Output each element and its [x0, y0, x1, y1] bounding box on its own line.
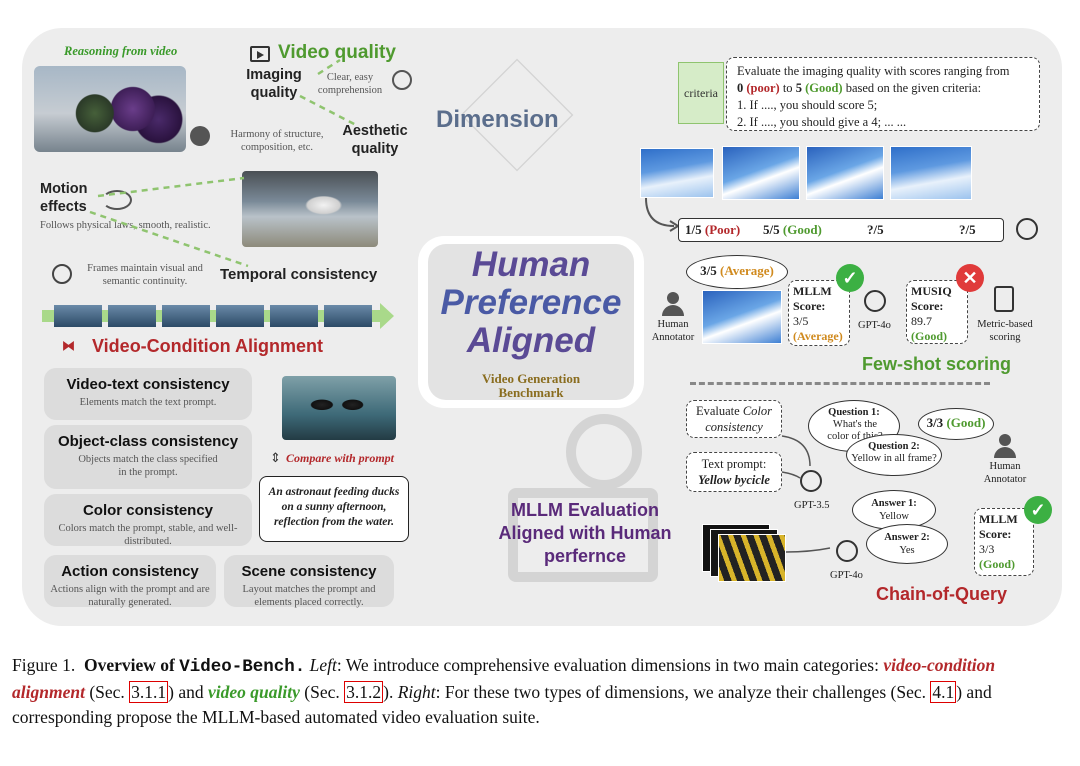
hpa-line1: Human — [471, 245, 591, 284]
bench-line2: Benchmark — [498, 385, 564, 400]
dim-object-class: Object-class consistency Objects match t… — [44, 425, 252, 489]
temporal-desc: Frames maintain visual and semantic cont… — [87, 263, 203, 287]
aesthetic-quality-label: Aesthetic quality — [342, 123, 408, 157]
human-annotator-icon-2 — [994, 434, 1016, 458]
section-divider — [690, 382, 990, 385]
monitor-icon — [508, 488, 658, 582]
answer-arrow — [785, 547, 831, 553]
mllm-line3: perfernce — [543, 546, 627, 566]
human-score-bubble-2: 3/3 (Good) — [918, 408, 994, 440]
gpt-icon-2 — [864, 290, 886, 312]
temporal-title: Temporal consistency — [220, 266, 378, 283]
hpa-line3: Aligned — [466, 321, 596, 360]
criteria-box: Evaluate the imaging quality with scores… — [726, 57, 1040, 131]
ref-link-1[interactable]: 3.1.1 — [129, 681, 169, 703]
gpt4o-label-2: GPT-4o — [830, 570, 863, 581]
gear-icon — [566, 414, 642, 490]
center-card-inner — [428, 244, 634, 400]
answer2-bubble: Answer 2: Yes — [866, 524, 948, 564]
dim-video-text: Video-text consistency Elements match th… — [44, 368, 252, 420]
gpt35-label: GPT-3.5 — [794, 500, 830, 511]
check-icon-1: ✓ — [836, 264, 864, 292]
sky-thumb-2 — [722, 146, 800, 200]
dimension-label: Dimension — [436, 106, 559, 133]
stormtrooper-image — [242, 171, 378, 247]
clock-icon — [52, 264, 72, 284]
bench-line1: Video Generation — [481, 371, 581, 386]
ref-link-2[interactable]: 3.1.2 — [344, 681, 384, 703]
film-icon — [250, 46, 270, 62]
cross-icon: ✕ — [956, 264, 984, 292]
motion-effects-label: Motion effects — [40, 181, 88, 215]
gpt-icon-4 — [836, 540, 858, 562]
eval-color-box: Evaluate Color consistency — [686, 400, 782, 438]
mllm-line2: Aligned with Human — [498, 523, 672, 543]
video-quality-title: Video quality — [278, 42, 396, 63]
gpt4o-label-1: GPT-4o — [858, 320, 891, 331]
sky-thumb-main — [702, 290, 782, 344]
compare-icon: ⇕ — [270, 450, 281, 465]
calculator-icon — [994, 286, 1014, 312]
human-annotator-label-2: Human Annotator — [983, 461, 1027, 485]
musiq-score-card: MUSIQ Score: 89.7 (Good) — [906, 280, 968, 344]
motion-desc: Follows physical laws, smooth, realistic… — [40, 220, 211, 231]
prompt-box: An astronaut feeding ducks on a sunny af… — [259, 476, 409, 542]
vca-icon: ⧓ — [62, 338, 75, 353]
dim-action: Action consistency Actions align with th… — [44, 555, 216, 608]
criteria-label: criteria — [684, 86, 718, 100]
dim-color: Color consistency Colors match the promp… — [44, 494, 252, 547]
hpa-line2: Preference — [440, 283, 622, 322]
dim-scene: Scene consistency Layout matches the pro… — [224, 555, 394, 608]
imaging-desc: Clear, easy comprehension — [317, 72, 383, 96]
human-annotator-icon — [662, 292, 684, 316]
text-prompt-box: Text prompt: Yellow bycicle — [686, 452, 782, 492]
imaging-quality-label: Imaging quality — [246, 67, 302, 101]
check-icon-2: ✓ — [1024, 496, 1052, 524]
gpt-icon-3 — [800, 470, 822, 492]
human-score-bubble: 3/5 (Average) — [686, 255, 788, 289]
aesthetic-desc: Harmony of structure, composition, etc. — [230, 129, 324, 153]
mllm-score-card: MLLM Score: 3/5 (Average) — [788, 280, 850, 346]
motion-icon — [102, 190, 132, 210]
sky-thumb-1 — [640, 148, 714, 198]
drop-icon — [190, 126, 210, 146]
frames-strip — [42, 303, 394, 329]
ducks-image — [282, 376, 396, 440]
mllm-score-card-2: MLLM Score: 3/3 (Good) — [974, 508, 1034, 576]
criteria-doc-icon — [678, 62, 724, 124]
chain-of-query-title: Chain-of-Query — [876, 584, 1008, 604]
answer1-bubble: Answer 1: Yellow — [852, 490, 936, 530]
human-annotator-label: Human Annotator — [651, 319, 695, 343]
dashed-connectors — [89, 58, 359, 268]
gpt-icon-1 — [1016, 218, 1038, 240]
compare-label: Compare with prompt — [286, 451, 395, 465]
metric-label: Metric-based scoring — [977, 319, 1033, 343]
figure-caption: Figure 1. Overview of Video-Bench. Left:… — [12, 655, 996, 727]
mllm-line1: MLLM Evaluation — [511, 500, 659, 520]
query-arrows — [781, 435, 811, 479]
question2-bubble: Question 2: Yellow in all frame? — [846, 434, 942, 476]
vca-title: Video-Condition Alignment — [92, 336, 323, 356]
badge-icon — [392, 70, 412, 90]
fruit-image — [34, 66, 186, 152]
reasoning-label: Reasoning from video — [64, 44, 178, 58]
few-shot-title: Few-shot scoring — [862, 354, 1012, 374]
sky-thumb-4 — [890, 146, 972, 200]
ref-link-3[interactable]: 4.1 — [930, 681, 957, 703]
score-row: 1/5 (Poor) 5/5 (Good) ?/5 ?/5 — [678, 218, 1004, 242]
sky-thumb-3 — [806, 146, 884, 200]
bicycle-frames — [702, 524, 786, 582]
